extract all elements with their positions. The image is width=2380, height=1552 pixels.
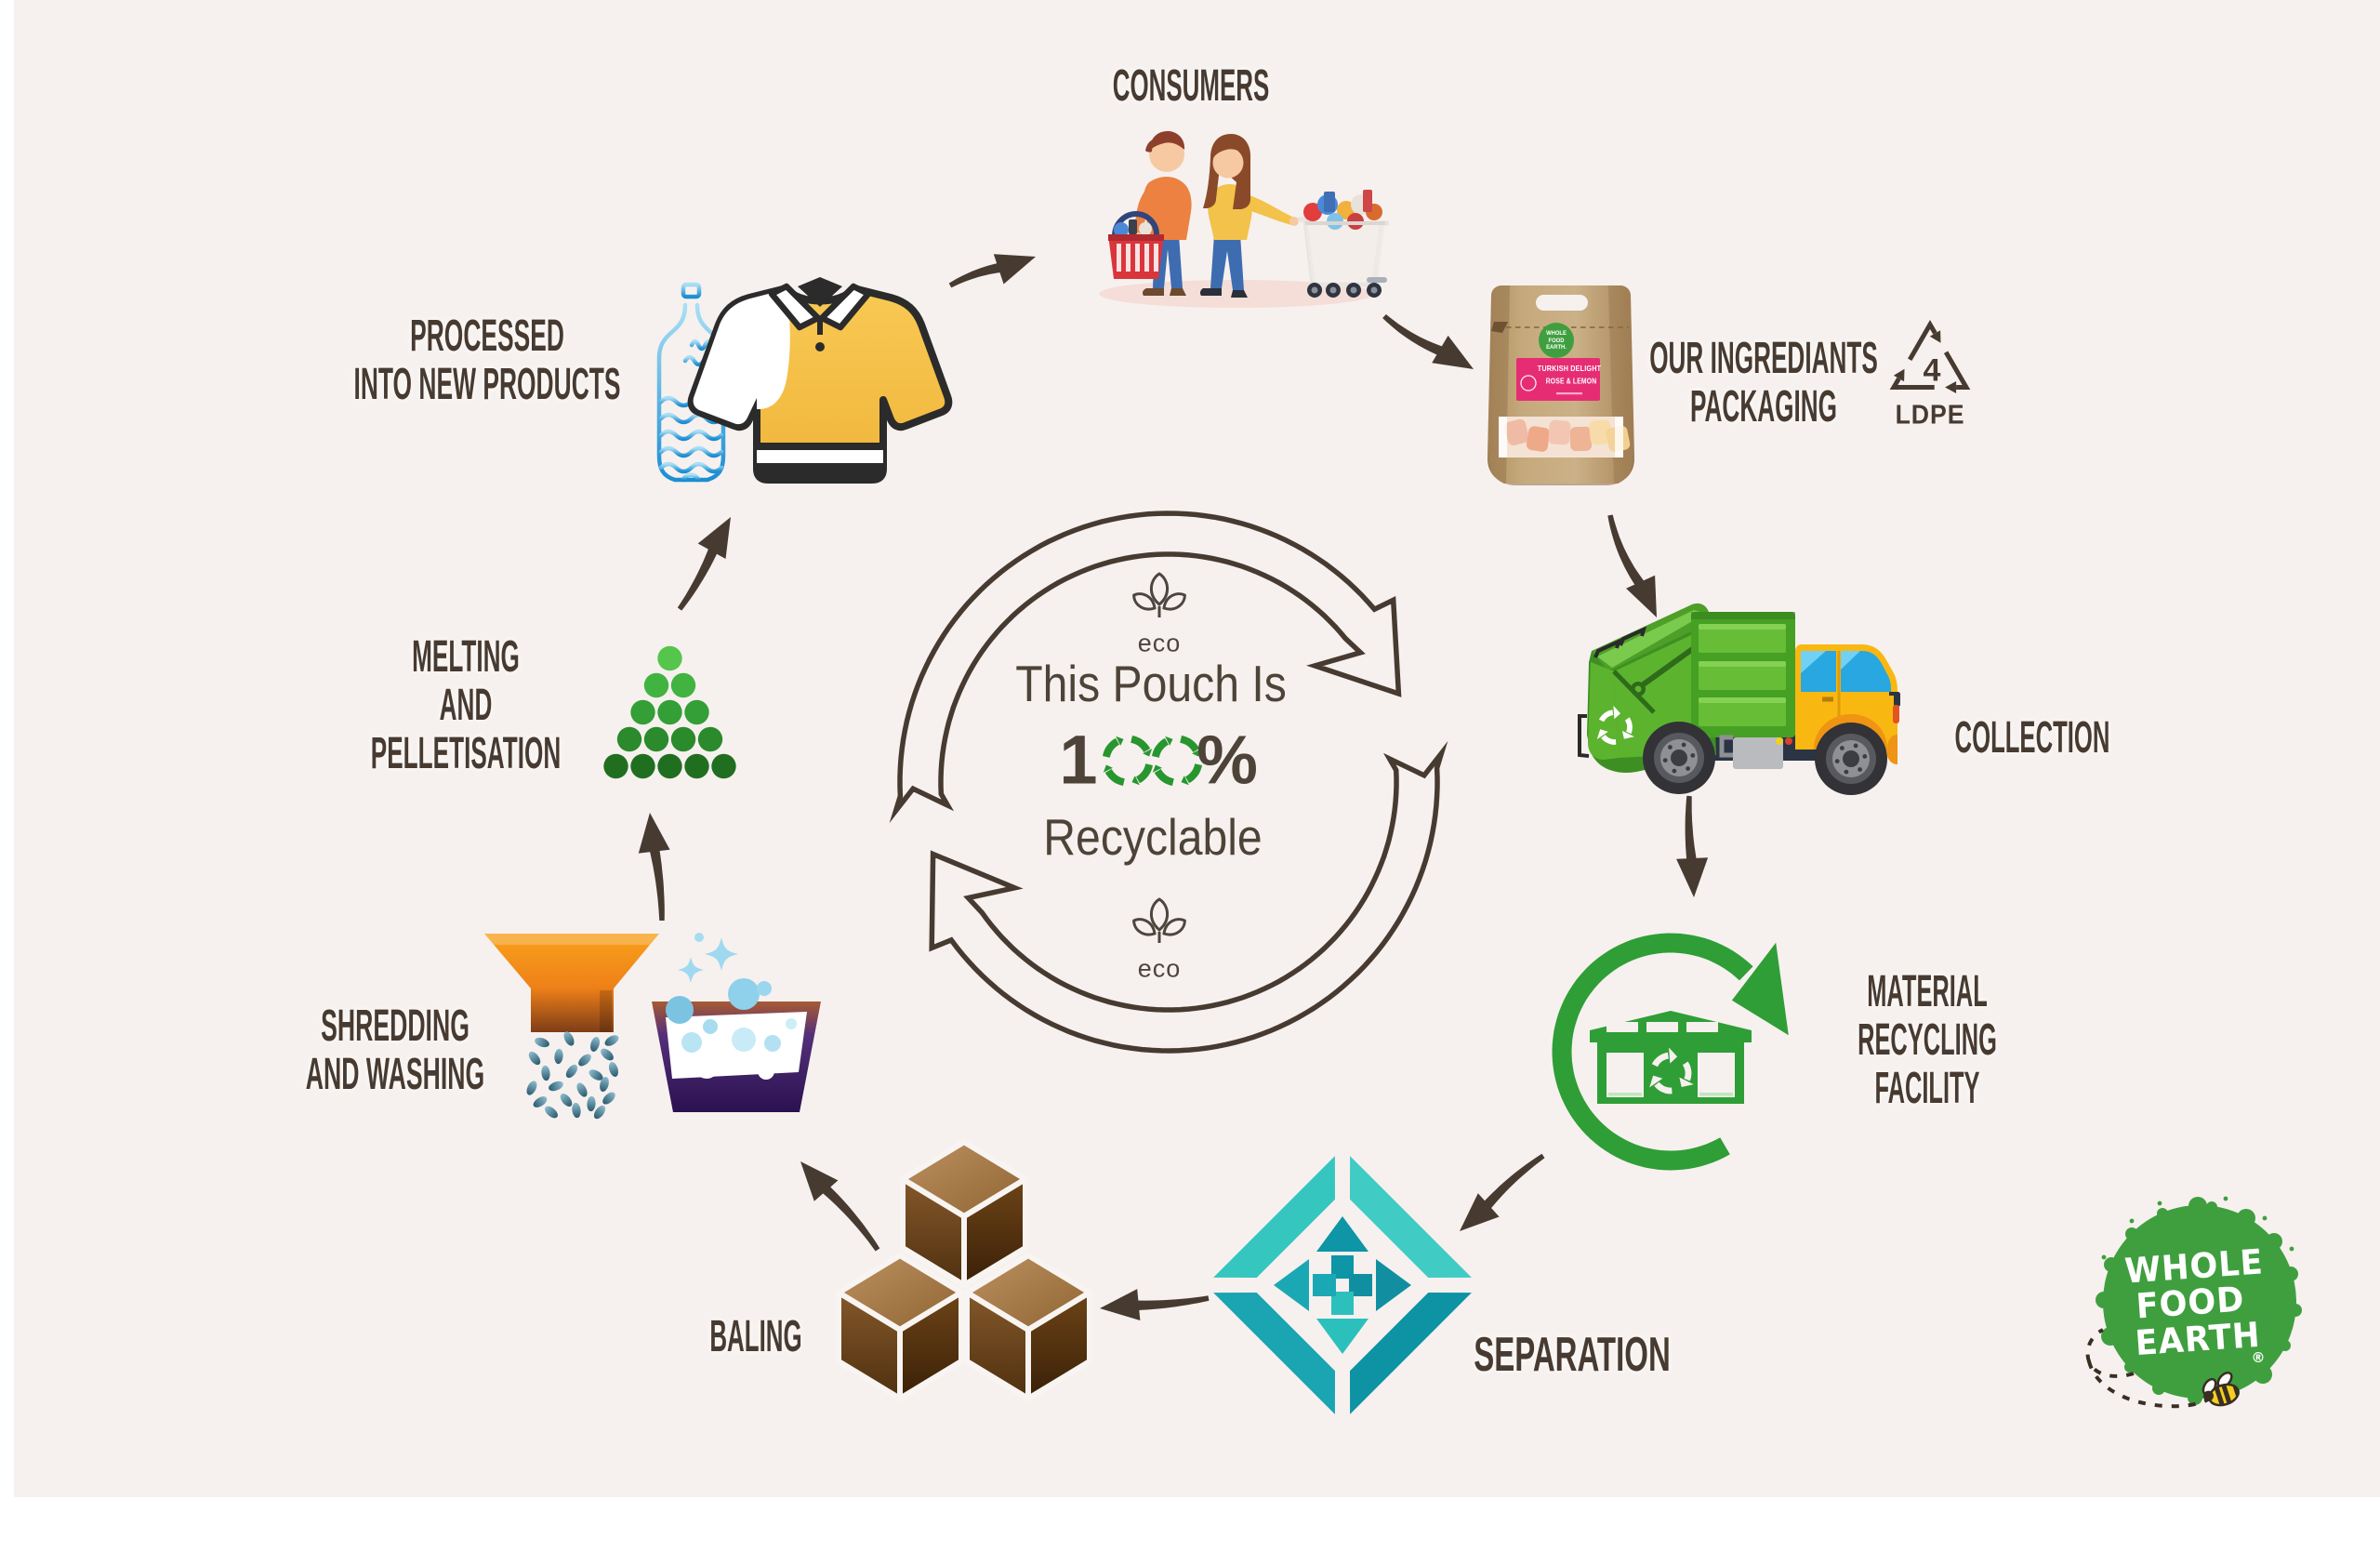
shredded-particles (526, 1031, 619, 1120)
bale-cube-1 (900, 1139, 1028, 1288)
label-collection: COLLECTION (1954, 713, 2110, 763)
bee-icon (2085, 1328, 2240, 1409)
arrow-collection-to-mrf (1676, 795, 1709, 897)
ldpe-symbol (1889, 320, 1971, 393)
arrow-products-to-consumers (948, 254, 1036, 288)
cycle-ring (889, 511, 1448, 1054)
arrow-mrf-to-separation (1460, 1153, 1545, 1231)
shredding-washing-icon (484, 933, 821, 1120)
consumers-illustration (1099, 131, 1389, 308)
logo-registered-mark: ® (2251, 1349, 2266, 1366)
percent-zero-1 (1103, 736, 1153, 786)
pouch-icon (1488, 285, 1634, 485)
center-line3: Recyclable (1043, 808, 1263, 866)
bale-cube-2 (836, 1253, 964, 1401)
arrow-separation-to-baling (1100, 1289, 1210, 1320)
arrow-shredding-to-melting (638, 813, 670, 921)
center-line1: This Pouch Is (1015, 655, 1287, 712)
percent-sign: % (1197, 721, 1258, 799)
percent-zero-2 (1152, 736, 1202, 786)
washing-basin-icon (652, 933, 821, 1112)
bale-cube-3 (964, 1253, 1092, 1401)
shopping-cart-icon (1298, 190, 1389, 298)
arrow-consumers-to-packaging (1382, 314, 1474, 369)
label-melting: MELTING AND PELLETISATION (370, 632, 562, 778)
woman-figure (1199, 134, 1299, 298)
label-mrf: MATERIAL RECYCLING FACILITY (1858, 967, 1997, 1113)
label-shredding: SHREDDING AND WASHING (305, 1002, 485, 1099)
label-separation: SEPARATION (1474, 1328, 1671, 1382)
garbage-truck-icon (1578, 603, 1900, 795)
baling-icon (836, 1139, 1092, 1401)
arrow-baling-to-shredding (800, 1161, 880, 1252)
ldpe-code: LDPE (1895, 400, 1965, 431)
arrow-melting-to-products (677, 517, 731, 611)
wholefoodearth-logo (2096, 1196, 2302, 1405)
ldpe-number: 4 (1923, 352, 1941, 389)
label-processed: PROCESSED INTO NEW PRODUCTS (353, 312, 621, 409)
pellets-icon (603, 645, 736, 779)
separation-icon (1213, 1156, 1472, 1414)
shredder-funnel-icon (484, 934, 659, 1032)
tshirt-icon (687, 277, 953, 484)
label-packaging: OUR INGREDIANTS PACKAGING (1649, 334, 1878, 431)
pouch-brand-text: WHOLE FOOD EARTH. (1546, 329, 1567, 351)
eco-leaf-icon (1132, 897, 1186, 943)
eco-text-top: eco (1137, 629, 1182, 657)
material-recycling-facility-icon (1552, 933, 1789, 1171)
arrow-packaging-to-collection (1607, 514, 1657, 617)
shopping-basket-icon (1108, 210, 1164, 279)
eco-text-bottom: eco (1137, 954, 1182, 983)
label-baling: BALING (709, 1312, 802, 1361)
percent-one: 1 (1059, 721, 1098, 799)
pouch-label-line1: TURKISH DELIGHT (1537, 364, 1602, 373)
pouch-label-line2: ROSE & LEMON (1545, 377, 1597, 386)
label-consumers: CONSUMERS (1112, 61, 1270, 111)
eco-leaf-icon (1132, 572, 1186, 617)
